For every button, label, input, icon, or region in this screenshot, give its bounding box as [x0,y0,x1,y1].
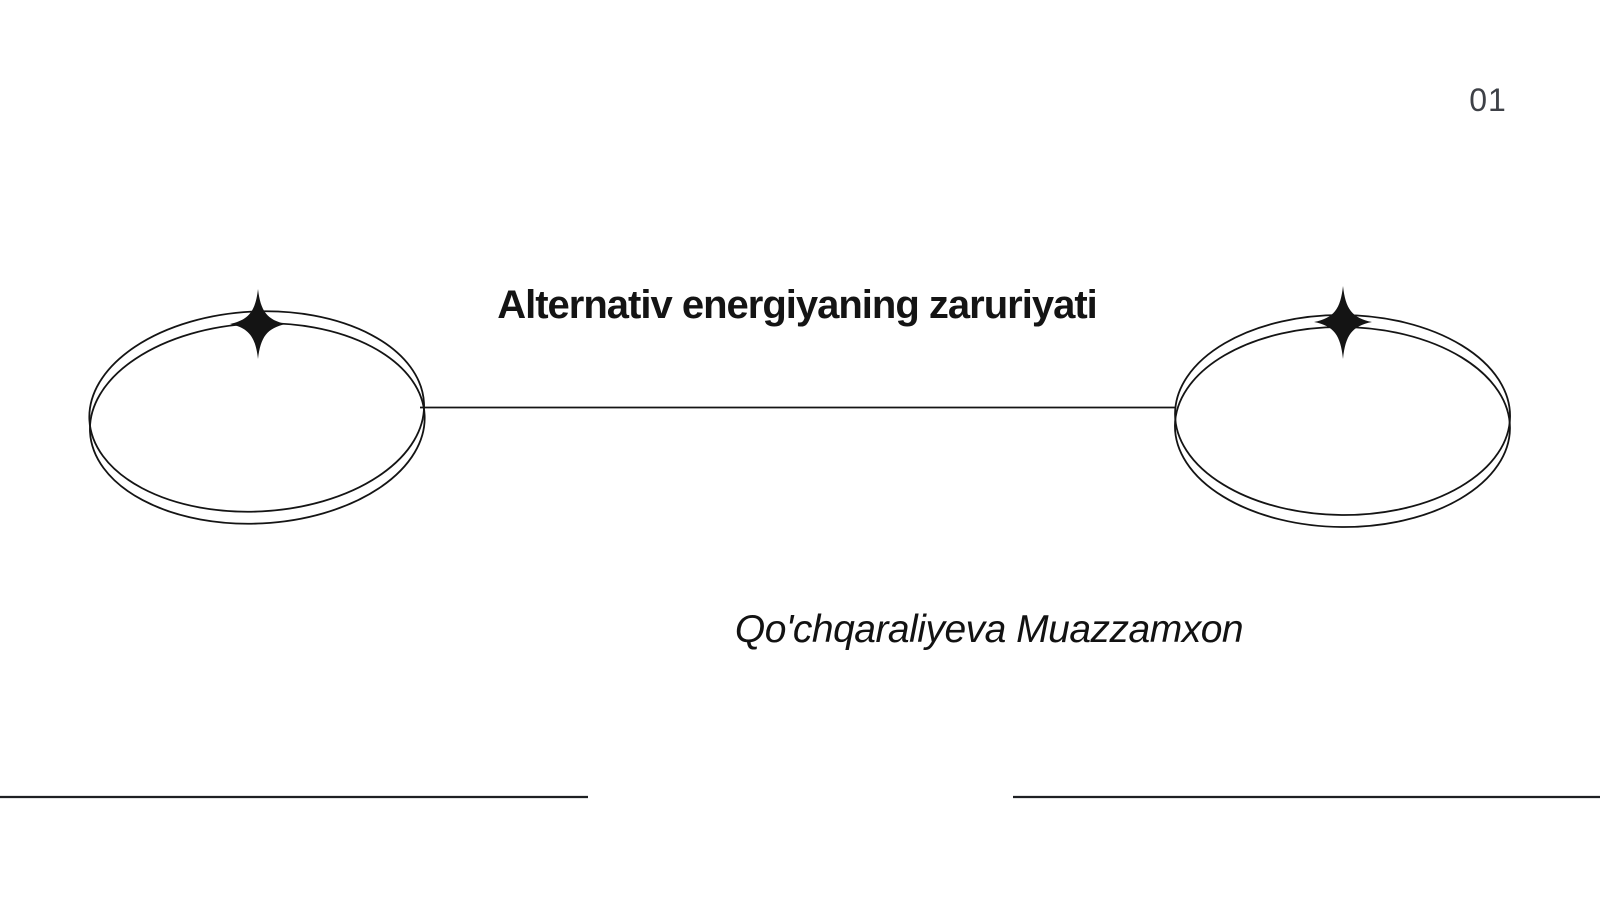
slide-title: Alternativ energiyaning zaruriyati [497,283,1098,327]
right-orbit-ellipse-lower [1174,326,1511,528]
author-name: Qo'chqaraliyeva Muazzamxon [734,608,1244,651]
right-sparkle-icon [1314,286,1372,359]
left-sparkle-icon [230,289,286,359]
page-number: 01 [1469,82,1507,118]
